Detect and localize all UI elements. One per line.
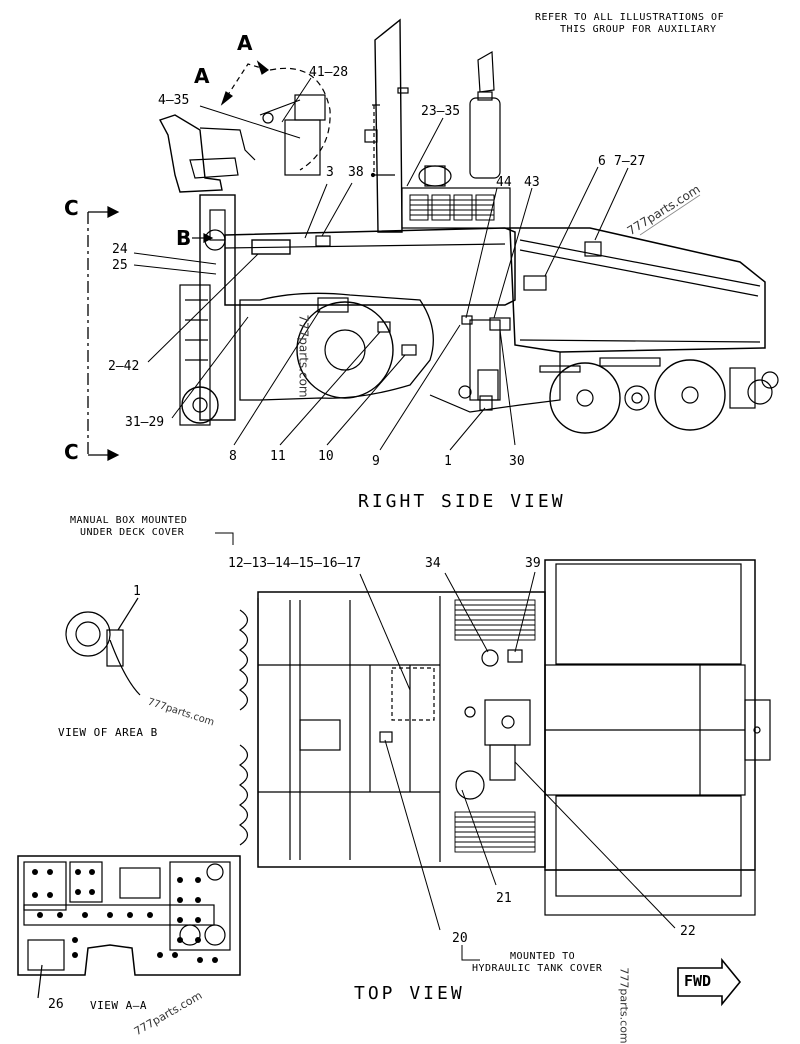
top-leaders: [215, 532, 676, 961]
callout-11: 11: [270, 449, 286, 464]
section-marker-c-top: C: [64, 196, 79, 220]
callout-21: 21: [496, 891, 512, 906]
callout-41-28: 41–28: [309, 65, 349, 80]
callout-12-17: 12–13–14–15–16–17: [228, 556, 362, 571]
callout-24: 24: [112, 242, 128, 257]
hydraulic-note-line2: HYDRAULIC TANK COVER: [472, 963, 603, 974]
callout-30: 30: [509, 454, 525, 469]
callout-2-42: 2–42: [108, 359, 140, 374]
callout-7-27: 7–27: [614, 154, 646, 169]
top-view-drawing: [238, 559, 771, 916]
callout-22: 22: [680, 924, 696, 939]
callout-44: 44: [496, 175, 512, 190]
view-aa-drawing: [17, 855, 241, 999]
callout-38: 38: [348, 165, 364, 180]
hydraulic-note-line1: MOUNTED TO: [510, 951, 576, 962]
watermark-4: 777parts.com: [617, 967, 631, 1044]
side-leaders: [133, 77, 629, 451]
callout-43: 43: [524, 175, 540, 190]
callout-20: 20: [452, 931, 468, 946]
callout-10: 10: [318, 449, 334, 464]
section-marker-c-bottom: C: [64, 440, 79, 464]
section-marker-b: B: [176, 226, 192, 250]
callout-31-29: 31–29: [125, 415, 165, 430]
callout-8: 8: [229, 449, 237, 464]
callout-39: 39: [525, 556, 541, 571]
view-area-b-title: VIEW OF AREA B: [58, 726, 158, 739]
manual-box-note-line1: MANUAL BOX MOUNTED: [70, 515, 188, 526]
top-view-title: TOP VIEW: [354, 983, 465, 1004]
header-note-line1: REFER TO ALL ILLUSTRATIONS OF: [535, 12, 725, 23]
callout-1: 1: [444, 454, 452, 469]
callout-23-35: 23–35: [421, 104, 461, 119]
area-b-drawing: [65, 597, 141, 696]
section-arrows: [87, 60, 270, 461]
view-aa-title: VIEW A–A: [90, 999, 147, 1012]
side-view-drawing: [158, 18, 779, 434]
section-marker-a2: A: [194, 64, 210, 88]
callout-26: 26: [48, 997, 64, 1012]
right-side-view-title: RIGHT SIDE VIEW: [358, 491, 566, 512]
callout-25: 25: [112, 258, 128, 273]
watermark-decor: [639, 194, 701, 236]
header-note-line2: THIS GROUP FOR AUXILIARY: [560, 24, 717, 35]
callout-9: 9: [372, 454, 380, 469]
manual-box-note-line2: UNDER DECK COVER: [80, 527, 185, 538]
fwd-label: FWD: [684, 972, 712, 990]
watermark-2: 777parts.com: [296, 314, 311, 398]
callout-3: 3: [326, 165, 334, 180]
fwd-arrow-shape: [677, 957, 742, 1007]
callout-6: 6: [598, 154, 606, 169]
callout-1-area-b: 1: [133, 584, 141, 599]
section-marker-a1: A: [237, 31, 253, 55]
callout-4-35: 4–35: [158, 93, 190, 108]
callout-34: 34: [425, 556, 441, 571]
